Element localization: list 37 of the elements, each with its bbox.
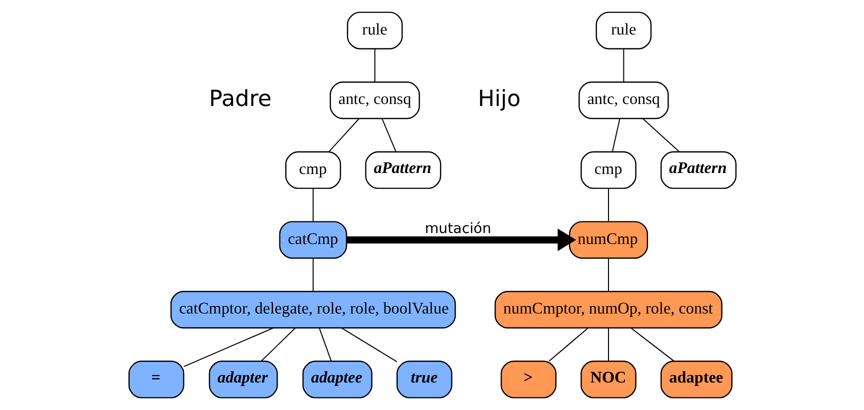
connector [374,48,375,82]
node-box: adaptee [660,360,732,398]
label: Hijo [477,86,520,112]
connector [548,328,588,362]
node-box: NOC [580,360,636,398]
connector [312,258,314,292]
node-box: antc, consq [329,82,420,120]
connector [260,328,296,362]
node-box: rule [595,12,652,50]
connector [642,118,680,152]
node-box: = [128,360,184,398]
connector [328,118,359,152]
node-box: > [500,360,556,398]
connector [318,328,332,362]
connector [611,118,620,152]
node-box: cmp [284,151,341,189]
connector [622,48,624,82]
edge-label: mutación [424,221,491,238]
connector [340,328,397,362]
node-box: adapter [208,360,278,398]
node-box: catCmp [278,221,347,259]
node-box: aPattern [660,151,736,189]
connector [381,118,396,152]
node-box: numCmp [568,221,648,259]
node-box: rule [346,12,402,50]
node-box: antc, consq [578,82,668,120]
node-box: cmp [580,151,636,189]
label: Padre [208,86,272,112]
node-box: numCmptor, numOp, role, const [494,290,722,328]
node-box: true [396,360,452,398]
node-box: adaptee [302,360,372,398]
node-box: aPattern [364,151,441,189]
connector [183,328,273,368]
connector [630,328,674,362]
arrow [346,228,576,252]
node-box: catCmptor, delegate, role, role, boolValue [170,290,456,328]
connector [312,188,314,222]
